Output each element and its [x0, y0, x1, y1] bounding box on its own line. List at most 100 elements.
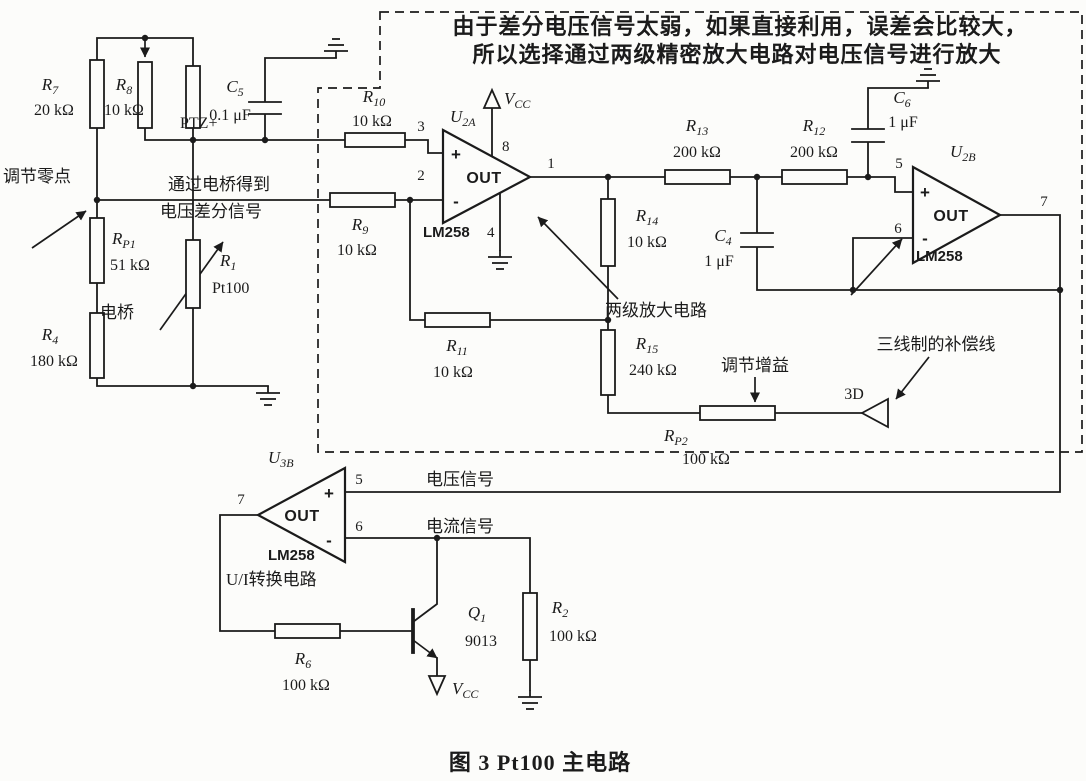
label-r15-value: 240 kΩ — [629, 362, 677, 379]
u2b-minus-sign: - — [922, 229, 928, 248]
label-q1-symbol: Q1 — [468, 603, 486, 625]
label-r6-symbol: R6 — [294, 649, 311, 671]
u3b-pin-6: 6 — [355, 519, 363, 535]
label-vcc-bottom: VCC — [452, 679, 479, 701]
label-two-stage-amp: 两级放大电路 — [605, 301, 707, 320]
u3b-pin-7: 7 — [237, 492, 245, 508]
label-u2a-name: U2A — [450, 107, 476, 129]
label-r2-symbol: R2 — [551, 598, 568, 620]
label-rp1-symbol: RP1 — [111, 229, 136, 251]
label-r8-value: 10 kΩ — [104, 102, 144, 119]
label-r13-symbol: R13 — [685, 116, 708, 138]
u2a-pin-3: 3 — [417, 119, 425, 135]
u3b-part-number: LM258 — [268, 547, 315, 564]
resistor-r6-body — [274, 623, 341, 639]
resistor-rp1-body — [89, 217, 105, 284]
u2a-pin-8: 8 — [502, 139, 510, 155]
label-c4-symbol: C4 — [714, 226, 731, 248]
u2a-pin-2: 2 — [417, 168, 425, 184]
u2a-pin-1: 1 — [547, 156, 555, 172]
resistor-r15-body — [600, 329, 616, 396]
resistor-r9-body — [329, 192, 396, 208]
resistor-r8-body — [137, 61, 153, 129]
label-r14-value: 10 kΩ — [627, 234, 667, 251]
label-compensation-wire: 三线制的补偿线 — [877, 335, 996, 354]
u3b-minus-sign: - — [326, 531, 332, 550]
label-c6-value: 1 μF — [888, 114, 918, 131]
label-r10-symbol: R10 — [362, 87, 385, 109]
label-bridge-out-1: 通过电桥得到 — [168, 175, 270, 194]
label-r8-symbol: R8 — [115, 75, 132, 97]
ground-symbol — [323, 38, 349, 59]
ground-symbol — [517, 689, 543, 710]
label-voltage-signal: 电压信号 — [426, 470, 494, 489]
u3b-plus-sign: + — [324, 484, 334, 503]
opamp-u2b-body — [911, 165, 1003, 265]
circuit-wires — [96, 37, 1061, 691]
junction-dots — [93, 34, 1064, 542]
u2b-pin-7: 7 — [1040, 194, 1048, 210]
terminal-3d-connector — [860, 397, 889, 429]
vcc-up-arrow-symbol — [482, 87, 502, 109]
label-c6-symbol: C6 — [893, 88, 910, 110]
two-stage-arrow-right — [850, 238, 903, 296]
dashed-boundary — [317, 11, 1083, 453]
ground-symbol — [915, 68, 941, 89]
u2b-pin-5: 5 — [895, 156, 903, 172]
label-r1-value: Pt100 — [212, 280, 249, 297]
resistor-r11-body — [424, 312, 491, 328]
ground-symbol — [487, 249, 513, 270]
two-stage-arrow-left — [537, 216, 619, 300]
label-u3b-name: U3B — [268, 448, 294, 470]
compensation-arrow — [895, 356, 930, 400]
u2a-pin-4: 4 — [487, 225, 495, 241]
label-c5-symbol: C5 — [226, 77, 243, 99]
resistor-bridge-top-body — [185, 65, 201, 129]
label-current-signal: 电流信号 — [426, 517, 494, 536]
resistor-r1-pt100-body — [185, 239, 201, 309]
resistor-r2-body — [522, 592, 538, 661]
ground-symbol — [255, 385, 281, 406]
label-rp1-value: 51 kΩ — [110, 257, 150, 274]
label-r11-value: 10 kΩ — [433, 364, 473, 381]
label-r10-value: 10 kΩ — [352, 113, 392, 130]
label-r6-value: 100 kΩ — [282, 677, 330, 694]
u2a-out-label: OUT — [466, 170, 501, 187]
label-r2-value: 100 kΩ — [549, 628, 597, 645]
resistor-r7-body — [89, 59, 105, 129]
annotation-line-1: 由于差分电压信号太弱，如果直接利用，误差会比较大， — [452, 14, 1027, 39]
q1-emitter-arrow — [412, 639, 438, 659]
label-r4-symbol: R4 — [41, 325, 58, 347]
label-r9-value: 10 kΩ — [337, 242, 377, 259]
label-c4-value: 1 μF — [704, 253, 734, 270]
label-r14-symbol: R14 — [635, 206, 658, 228]
label-r4-value: 180 kΩ — [30, 353, 78, 370]
label-r1-symbol: R1 — [219, 251, 236, 273]
label-rp2-value: 100 kΩ — [682, 451, 730, 468]
opamp-u2a-body — [441, 128, 533, 225]
u2a-plus-sign: + — [451, 145, 461, 164]
u2b-plus-sign: + — [920, 183, 930, 202]
label-r9-symbol: R9 — [351, 215, 368, 237]
label-zero-adjust: 调节零点 — [3, 167, 71, 186]
label-r12-symbol: R12 — [802, 116, 825, 138]
u3b-out-label: OUT — [284, 508, 319, 525]
label-terminal-3d: 3D — [844, 386, 864, 403]
label-q1-value: 9013 — [465, 633, 497, 650]
label-r7-symbol: R7 — [41, 75, 59, 97]
resistor-r10-body — [344, 132, 406, 148]
label-u2b-name: U2B — [950, 142, 976, 164]
label-vcc-top: VCC — [504, 89, 531, 111]
u2b-part-number: LM258 — [916, 248, 963, 265]
label-bridge: 电桥 — [100, 303, 134, 322]
label-ui-converter: U/I转换电路 — [226, 570, 317, 589]
label-r7-value: 20 kΩ — [34, 102, 74, 119]
resistor-r13-body — [664, 169, 731, 185]
label-r11-symbol: R11 — [445, 336, 468, 358]
potentiometer-rp2-body — [699, 405, 776, 421]
resistor-r4-body — [89, 312, 105, 379]
u3b-pin-5: 5 — [355, 472, 363, 488]
u2b-out-label: OUT — [933, 208, 968, 225]
